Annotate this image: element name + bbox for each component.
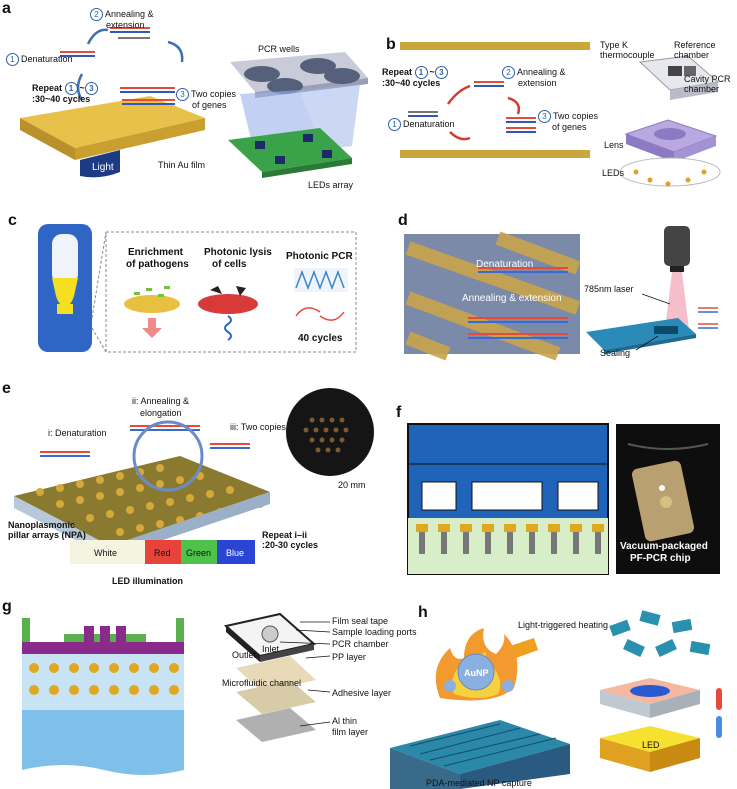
panel-h: h Light-triggered heating AuNP LED xyxy=(390,598,737,789)
e-ann-label: ii: Annealing & xyxy=(132,396,190,406)
e-npa-label-2: pillar arrays (NPA) xyxy=(8,530,86,540)
panel-label-a: a xyxy=(2,0,11,17)
d-laser-label: 785nm laser xyxy=(584,284,634,294)
panel-b-graphic xyxy=(400,42,721,187)
panel-d-graphic xyxy=(404,226,718,361)
panel-label-d: d xyxy=(398,212,408,229)
panel-label-e: e xyxy=(2,380,11,397)
h-heating-label: Light-triggered heating xyxy=(518,620,609,630)
c-lysis-label-2: of cells xyxy=(212,259,247,270)
g-chamber-label: PCR chamber xyxy=(332,639,389,649)
a-extension-label: extension xyxy=(106,20,145,30)
panel-g-graphic xyxy=(22,612,331,775)
panel-a-graphic xyxy=(20,27,368,178)
e-den-label: i: Denaturation xyxy=(48,428,107,438)
e-copies-label: iii: Two copies xyxy=(230,422,286,432)
h-led-label: LED xyxy=(642,740,660,750)
d-denaturation-label: Denaturation xyxy=(476,259,534,270)
panel-f: f Vacuum-packaged PF-PCR chip xyxy=(388,404,737,584)
e-scale-label: 20 mm xyxy=(338,480,366,490)
b-ref-label: Reference xyxy=(674,40,716,50)
g-al-label: Al thin xyxy=(332,716,358,726)
e-green-label: Green xyxy=(186,548,212,558)
c-lysis-label: Photonic lysis xyxy=(204,247,272,258)
g-outlet-label: Outlet xyxy=(232,650,257,660)
panel-label-c: c xyxy=(8,212,17,229)
a-copies-label-2: of genes xyxy=(192,100,227,110)
a-pcr-wells-label: PCR wells xyxy=(258,44,300,54)
panel-c-graphic xyxy=(38,224,357,353)
e-white-label: White xyxy=(94,548,118,558)
b-extension-label: extension xyxy=(518,78,557,88)
e-repeat-label-2: :20-30 cycles xyxy=(262,540,319,550)
a-leds-label: LEDs array xyxy=(308,180,354,190)
panel-e-graphic xyxy=(14,388,374,564)
b-copies-label-2: of genes xyxy=(552,122,587,132)
b-thermo-label: Type K xyxy=(600,40,629,50)
a-repeat-cycles: :30~40 cycles xyxy=(32,94,91,104)
g-pp-label: PP layer xyxy=(332,652,366,662)
b-thermo-label-2: thermocouple xyxy=(600,50,655,60)
e-npa-label: Nanoplasmonic xyxy=(8,520,76,530)
g-film-seal-label: Film seal tape xyxy=(332,616,389,626)
panel-e: e ii: Annealing & elongation i: Dena xyxy=(0,380,380,590)
h-pda-label: PDA-mediated NP capture xyxy=(426,778,532,788)
b-repeat-cycles: :30~40 cycles xyxy=(382,78,441,88)
c-enrich-label: Enrichment xyxy=(128,247,184,258)
h-aunp-label: AuNP xyxy=(464,668,489,678)
a-au-film-label: Thin Au film xyxy=(158,160,206,170)
panel-f-graphic xyxy=(407,423,720,575)
panel-c: c Enrichment of pathogens Photonic lysis… xyxy=(0,208,370,358)
b-lens-label: Lens xyxy=(604,140,624,150)
e-blue-label: Blue xyxy=(226,548,245,558)
d-sealing-label: Sealing xyxy=(600,348,631,358)
b-ref-label-2: chamber xyxy=(674,50,710,60)
panel-g: g Film seal tape Sample loading ports PC… xyxy=(0,598,417,789)
panel-d: d Denaturation Annealing & extension 785… xyxy=(378,208,737,368)
b-repeat-label: Repeat 1~3 xyxy=(382,66,450,79)
a-repeat-label: Repeat 1~3 xyxy=(32,82,100,95)
g-adhesive-label: Adhesive layer xyxy=(332,688,392,698)
e-led-label: LED illumination xyxy=(112,576,183,586)
panel-label-f: f xyxy=(396,404,402,421)
b-cavity-label-2: chamber xyxy=(684,84,720,94)
g-inlet-label: Inlet xyxy=(262,644,280,654)
e-repeat-label: Repeat i–ii xyxy=(262,530,308,540)
b-cavity-label: Cavity PCR xyxy=(684,74,731,84)
g-al-label-2: film layer xyxy=(332,727,369,737)
e-ann-label-2: elongation xyxy=(140,408,182,418)
panel-h-graphic xyxy=(390,609,722,789)
b-leds-label: LEDs xyxy=(602,168,625,178)
f-vac-label: Vacuum-packaged xyxy=(620,541,708,552)
a-light-label: Light xyxy=(92,162,114,173)
e-red-label: Red xyxy=(154,548,171,558)
d-annealing-label: Annealing & extension xyxy=(462,293,562,304)
panel-label-b: b xyxy=(386,36,396,53)
g-ports-label: Sample loading ports xyxy=(332,627,417,637)
g-micro-label: Microfluidic channel xyxy=(222,678,302,688)
panel-label-h: h xyxy=(418,604,428,621)
panel-label-g: g xyxy=(2,598,12,615)
c-cycles-label: 40 cycles xyxy=(298,333,343,344)
f-vac-label-2: PF-PCR chip xyxy=(630,553,691,564)
c-pcr-label: Photonic PCR xyxy=(286,251,353,262)
c-enrich-label-2: of pathogens xyxy=(126,259,189,270)
